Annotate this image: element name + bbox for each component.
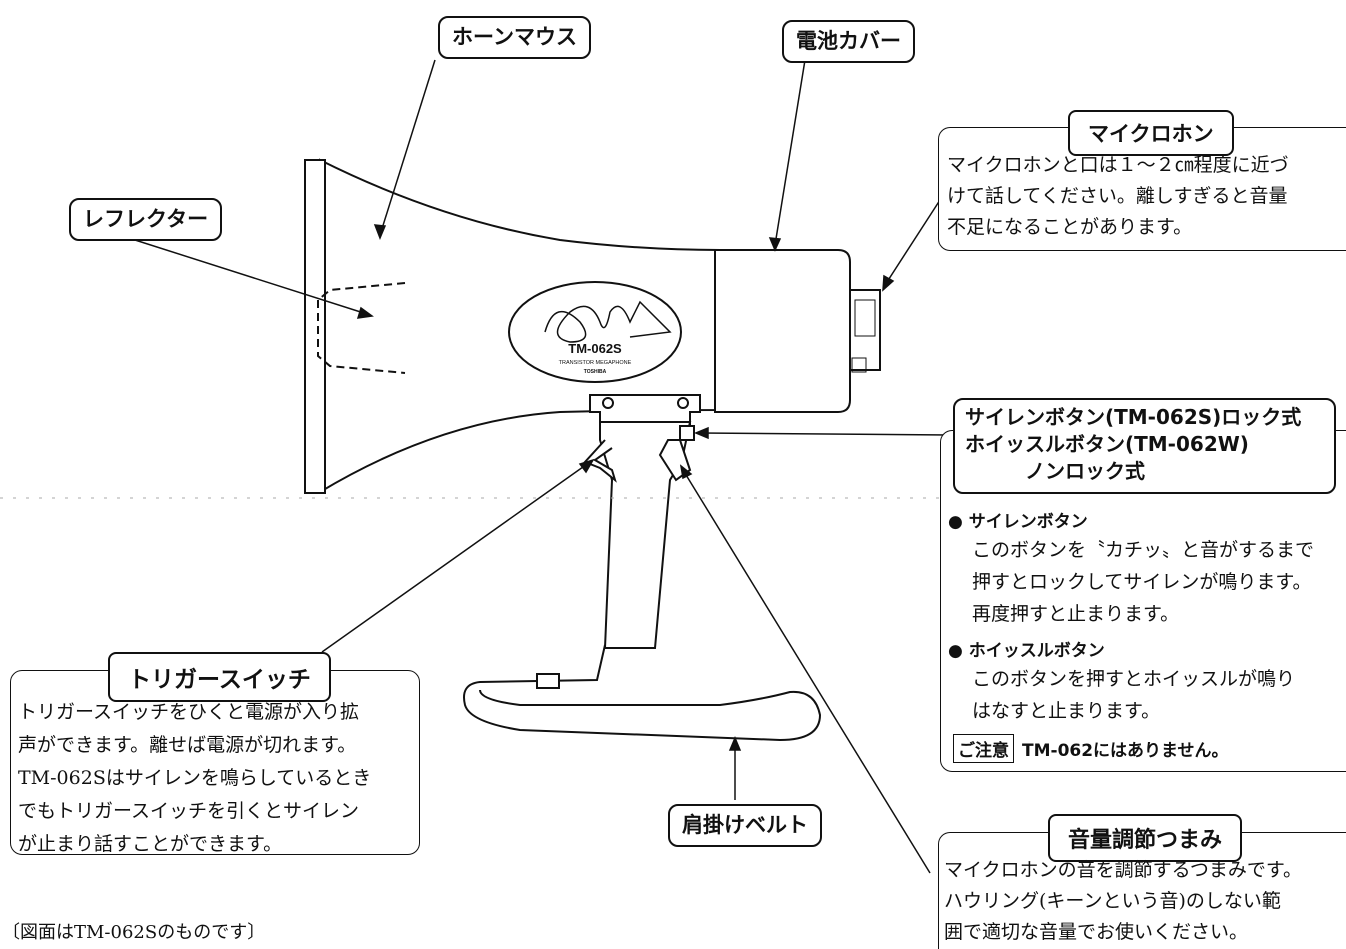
body-outline bbox=[714, 249, 851, 413]
whistle-line-2: はなすと止まります。 bbox=[972, 700, 1161, 722]
siren-button-heading: ● サイレンボタン bbox=[948, 512, 1088, 532]
note-row: ご注意 TM-062にはありません。 bbox=[953, 734, 1229, 763]
trigger-line-3: TM-062Sはサイレンを鳴らしているとき bbox=[18, 767, 372, 789]
reflector-dashed bbox=[317, 282, 406, 374]
siren-line-3: 再度押すと止まります。 bbox=[972, 603, 1180, 625]
label-reflector: レフレクター bbox=[69, 198, 223, 241]
strap-cord bbox=[463, 644, 822, 742]
siren-title-line-1: サイレンボタン(TM-062S)ロック式 bbox=[965, 405, 1302, 429]
trigger-line-2: 声ができます。離せば電源が切れます。 bbox=[18, 734, 357, 756]
note-tag: ご注意 bbox=[953, 734, 1014, 763]
siren-button bbox=[679, 425, 695, 441]
horn-rim bbox=[304, 159, 326, 494]
label-battery-cover: 電池カバー bbox=[782, 20, 915, 63]
volume-line-3: 囲で適切な音量でお使いください。 bbox=[944, 921, 1249, 943]
label-horn-mouth: ホーンマウス bbox=[438, 16, 591, 59]
figure-caption: 〔図面はTM-062Sのものです〕 bbox=[2, 922, 266, 943]
microphone-line-2: けて話してください。離しすぎると音量 bbox=[947, 185, 1288, 207]
logo-subtitle: TRANSISTOR MEGAPHONE bbox=[559, 360, 632, 366]
microphone-line-3: 不足になることがあります。 bbox=[947, 216, 1193, 238]
volume-line-1: マイクロホンの音を調節するつまみです。 bbox=[944, 859, 1302, 881]
siren-line-1: このボタンを〝カチッ〟と音がするまで bbox=[972, 539, 1315, 561]
trigger-line-4: でもトリガースイッチを引くとサイレン bbox=[18, 800, 360, 822]
handle-bracket bbox=[589, 394, 701, 426]
microphone-title: マイクロホン bbox=[1068, 110, 1234, 156]
trigger-title: トリガースイッチ bbox=[108, 652, 331, 702]
siren-line-2: 押すとロックしてサイレンが鳴ります。 bbox=[972, 571, 1312, 593]
siren-title-line-3: ノンロック式 bbox=[1025, 459, 1145, 483]
trigger-line-1: トリガースイッチをひくと電源が入り拡 bbox=[18, 701, 360, 723]
whistle-button-heading: ● ホイッスルボタン bbox=[948, 641, 1105, 661]
label-shoulder-belt: 肩掛けベルト bbox=[668, 804, 822, 847]
volume-title: 音量調節つまみ bbox=[1048, 814, 1243, 862]
note-text: TM-062にはありません。 bbox=[1022, 741, 1229, 761]
trigger-line-5: が止まり話すことができます。 bbox=[18, 833, 283, 855]
siren-box-title: サイレンボタン(TM-062S)ロック式 ホイッスルボタン(TM-062W) ノ… bbox=[953, 398, 1336, 494]
logo-ellipse bbox=[508, 281, 682, 383]
logo-model: TM-062S bbox=[568, 341, 622, 356]
whistle-line-1: このボタンを押すとホイッスルが鳴り bbox=[972, 668, 1296, 690]
volume-line-2: ハウリング(キーンという音)のしない範 bbox=[944, 890, 1281, 912]
microphone-line-1: マイクロホンと口は１～２㎝程度に近づ bbox=[947, 154, 1289, 176]
logo-brand: TOSHIBA bbox=[584, 369, 607, 375]
siren-title-line-2: ホイッスルボタン(TM-062W) bbox=[965, 432, 1249, 456]
